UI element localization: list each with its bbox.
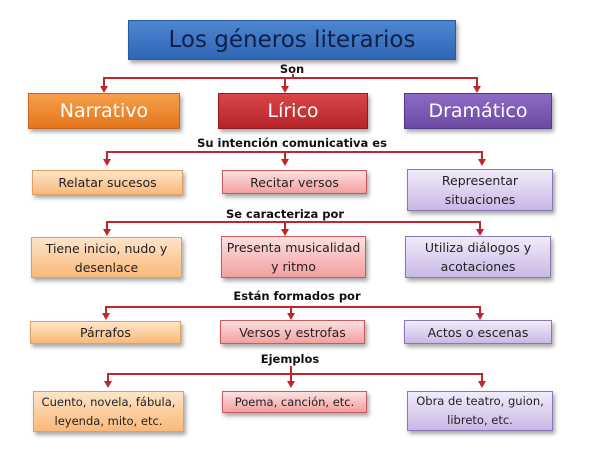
connector-line <box>107 373 482 375</box>
connector-line <box>106 151 482 153</box>
arrow-down-icon <box>102 313 110 320</box>
connector-line <box>481 151 483 159</box>
arrow-down-icon <box>103 229 111 236</box>
connector-line <box>105 306 107 314</box>
narrativo-ejemplos: Cuento, novela, fábula, leyenda, mito, e… <box>33 391 184 432</box>
connector-line <box>105 306 480 308</box>
connector-label-caracteriza: Se caracteriza por <box>225 207 345 221</box>
arrow-down-icon <box>281 159 289 166</box>
arrow-down-icon <box>281 86 289 93</box>
connector-line <box>103 77 477 79</box>
diagram-title: Los géneros literarios <box>128 20 456 60</box>
connector-line <box>292 74 294 78</box>
arrow-down-icon <box>287 381 295 388</box>
lirico-ejemplos: Poema, canción, etc. <box>222 391 367 413</box>
arrow-down-icon <box>478 159 486 166</box>
genre-lirico: Lírico <box>218 93 368 129</box>
arrow-down-icon <box>100 86 108 93</box>
arrow-down-icon <box>287 313 295 320</box>
connector-line <box>103 77 105 86</box>
connector-line <box>107 373 109 381</box>
connector-line <box>290 306 292 314</box>
lirico-intencion: Recitar versos <box>222 170 367 194</box>
connector-line <box>284 151 286 159</box>
genre-narrativo: Narrativo <box>28 93 180 129</box>
dramatico-formado: Actos o escenas <box>404 320 552 344</box>
narrativo-formado: Párrafos <box>30 321 181 344</box>
genre-dramatico: Dramático <box>404 93 552 129</box>
connector-line <box>284 77 286 86</box>
narrativo-intencion: Relatar sucesos <box>32 170 183 195</box>
connector-line <box>476 77 478 86</box>
lirico-formado: Versos y estrofas <box>220 320 365 344</box>
arrow-down-icon <box>281 229 289 236</box>
arrow-down-icon <box>478 381 486 388</box>
connector-line <box>106 221 480 223</box>
connector-line <box>479 221 481 229</box>
lirico-caracteristica: Presenta musicalidad y ritmo <box>221 236 366 278</box>
connector-label-intencion: Su intención comunicativa es <box>197 136 387 150</box>
narrativo-caracteristica: Tiene inicio, nudo y desenlace <box>31 237 182 278</box>
arrow-down-icon <box>103 159 111 166</box>
arrow-down-icon <box>104 381 112 388</box>
dramatico-caracteristica: Utiliza diálogos y acotaciones <box>405 236 551 278</box>
connector-label-formados: Están formados por <box>233 289 361 303</box>
arrow-down-icon <box>473 86 481 93</box>
arrow-down-icon <box>476 229 484 236</box>
dramatico-ejemplos: Obra de teatro, guion, libreto, etc. <box>407 391 553 431</box>
arrow-down-icon <box>476 313 484 320</box>
connector-line <box>106 151 108 159</box>
connector-label-son: Son <box>279 62 305 76</box>
connector-line <box>479 306 481 314</box>
dramatico-intencion: Representar situaciones <box>407 169 553 211</box>
connector-line <box>284 221 286 229</box>
connector-line <box>481 373 483 381</box>
connector-label-ejemplos: Ejemplos <box>260 352 320 366</box>
connector-line <box>106 221 108 229</box>
connector-line <box>290 366 292 381</box>
